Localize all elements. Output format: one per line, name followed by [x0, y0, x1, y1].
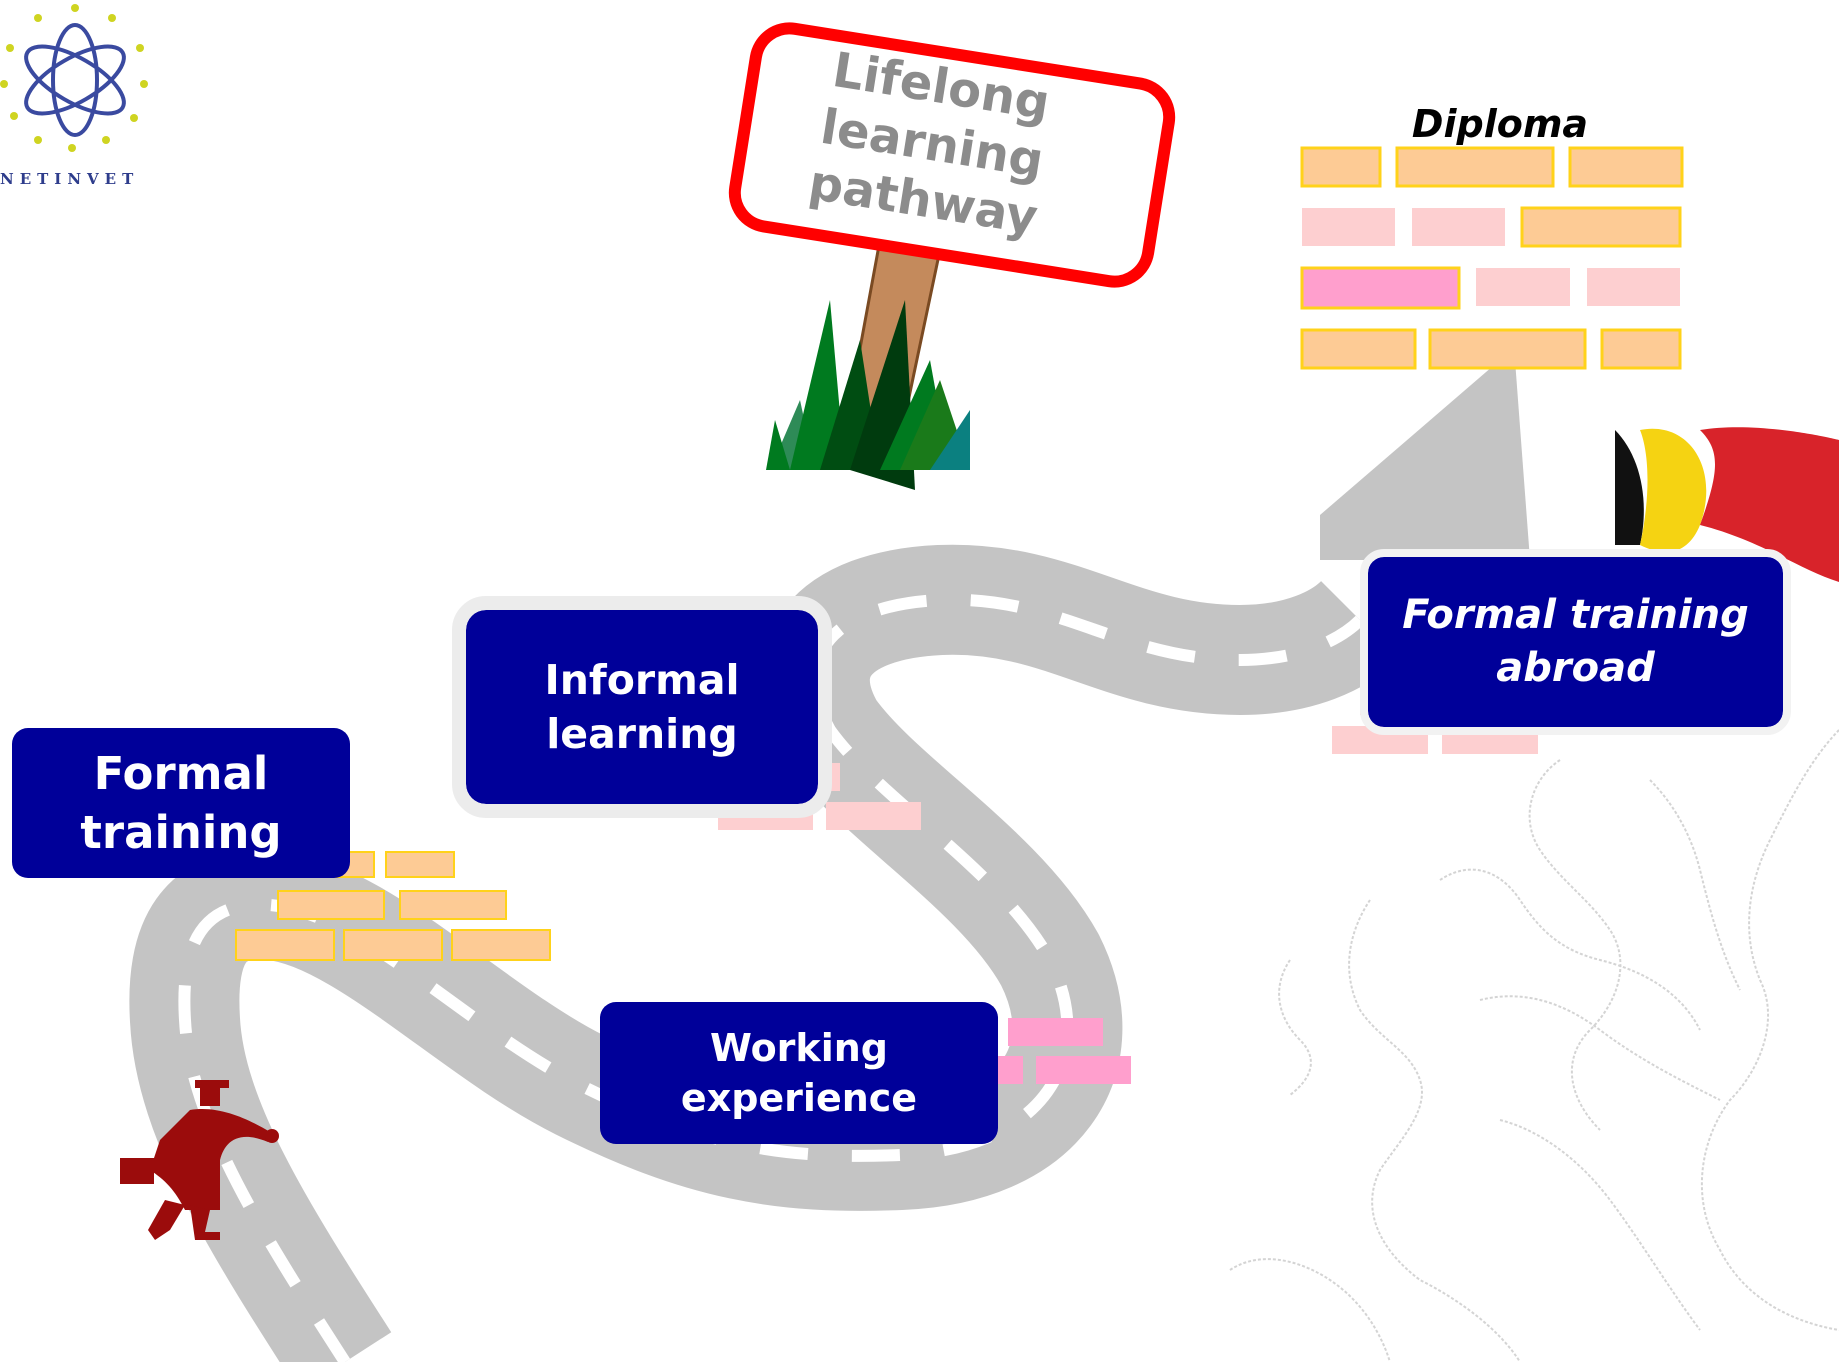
diploma-brick-wall [1300, 146, 1684, 370]
stage-label: Formal training [80, 746, 282, 859]
stage-label: Formal training abroad [1402, 592, 1749, 691]
netinvet-logo-icon [0, 4, 148, 152]
arrow-to-diploma [1320, 360, 1530, 560]
stage-label: Working experience [680, 1025, 918, 1120]
logo-text: NETINVET [0, 170, 140, 188]
road [129, 544, 1399, 1362]
stage-label: Informal learning [544, 655, 740, 758]
grass-icon [766, 300, 970, 490]
stage-informal-learning: Informal learning [452, 596, 832, 818]
traveller-icon [120, 1080, 279, 1240]
europe-map-icon [1229, 729, 1839, 1362]
stage-formal-training-abroad: Formal training abroad [1360, 549, 1791, 735]
flag-icon [1615, 427, 1839, 582]
stage-working-experience: Working experience [600, 1002, 998, 1144]
diploma-label: Diploma [1411, 102, 1589, 146]
stage-formal-training: Formal training [12, 728, 350, 878]
